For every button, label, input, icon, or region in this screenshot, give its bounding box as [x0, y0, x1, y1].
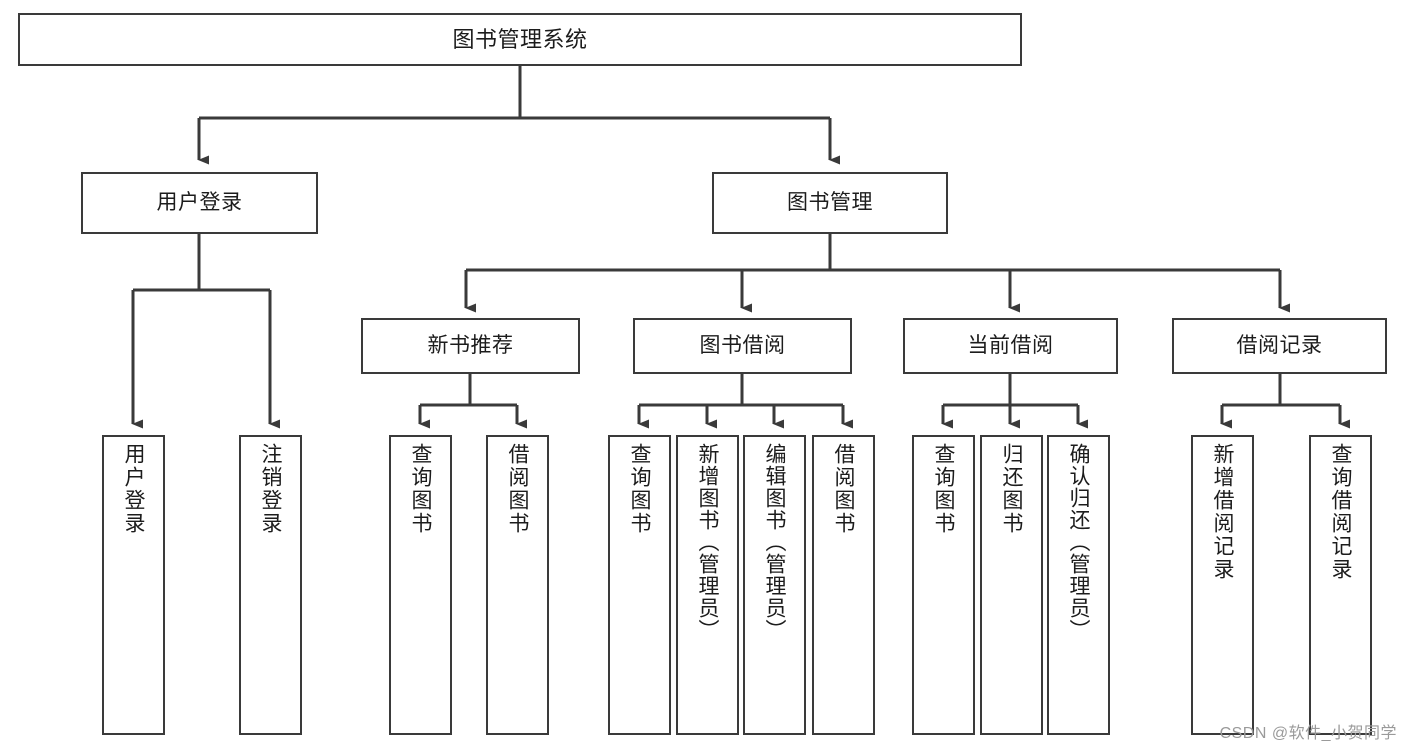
node-label: 新增借阅记录: [1211, 443, 1235, 581]
node-label: 借阅图书: [832, 443, 856, 535]
node-label: 查询图书: [932, 443, 956, 535]
node-current-borrow[interactable]: 当前借阅: [903, 318, 1118, 374]
leaf-recommend-borrow-book[interactable]: 借阅图书: [486, 435, 549, 735]
leaf-record-query-record[interactable]: 查询借阅记录: [1309, 435, 1372, 735]
leaf-current-confirm-return-admin[interactable]: 确认归还（管理员）: [1047, 435, 1110, 735]
leaf-borrow-borrow-book[interactable]: 借阅图书: [812, 435, 875, 735]
node-label: 归还图书: [1000, 443, 1024, 535]
node-label: 用户登录: [122, 443, 146, 535]
node-label: 注销登录: [259, 443, 283, 535]
node-label: 当前借阅: [967, 333, 1054, 357]
node-label: 新增图书（管理员）: [696, 443, 720, 641]
watermark-credit: CSDN @软件_小贺同学: [1219, 725, 1397, 742]
leaf-recommend-query-book[interactable]: 查询图书: [389, 435, 452, 735]
node-book-borrow[interactable]: 图书借阅: [633, 318, 852, 374]
node-label: 图书管理系统: [452, 26, 588, 52]
leaf-user-login-login[interactable]: 用户登录: [102, 435, 165, 735]
leaf-user-login-logout[interactable]: 注销登录: [239, 435, 302, 735]
node-new-book-recommend[interactable]: 新书推荐: [361, 318, 580, 374]
node-root-system[interactable]: 图书管理系统: [18, 13, 1022, 66]
node-label: 查询图书: [628, 443, 652, 535]
leaf-record-add-record[interactable]: 新增借阅记录: [1191, 435, 1254, 735]
leaf-borrow-add-book-admin[interactable]: 新增图书（管理员）: [676, 435, 739, 735]
node-label: 图书管理: [787, 190, 873, 214]
node-label: 借阅记录: [1236, 333, 1323, 357]
node-label: 新书推荐: [427, 333, 514, 357]
leaf-borrow-edit-book-admin[interactable]: 编辑图书（管理员）: [743, 435, 806, 735]
node-label: 编辑图书（管理员）: [763, 443, 787, 641]
leaf-current-return-book[interactable]: 归还图书: [980, 435, 1043, 735]
leaf-borrow-query-book[interactable]: 查询图书: [608, 435, 671, 735]
node-borrow-record[interactable]: 借阅记录: [1172, 318, 1387, 374]
node-label: 查询图书: [409, 443, 433, 535]
node-label: 查询借阅记录: [1329, 443, 1353, 581]
node-label: 用户登录: [156, 190, 243, 214]
node-user-login[interactable]: 用户登录: [81, 172, 318, 234]
node-label: 借阅图书: [506, 443, 530, 535]
leaf-current-query-book[interactable]: 查询图书: [912, 435, 975, 735]
node-book-management[interactable]: 图书管理: [712, 172, 948, 234]
node-label: 图书借阅: [699, 333, 786, 357]
node-label: 确认归还（管理员）: [1067, 443, 1091, 641]
